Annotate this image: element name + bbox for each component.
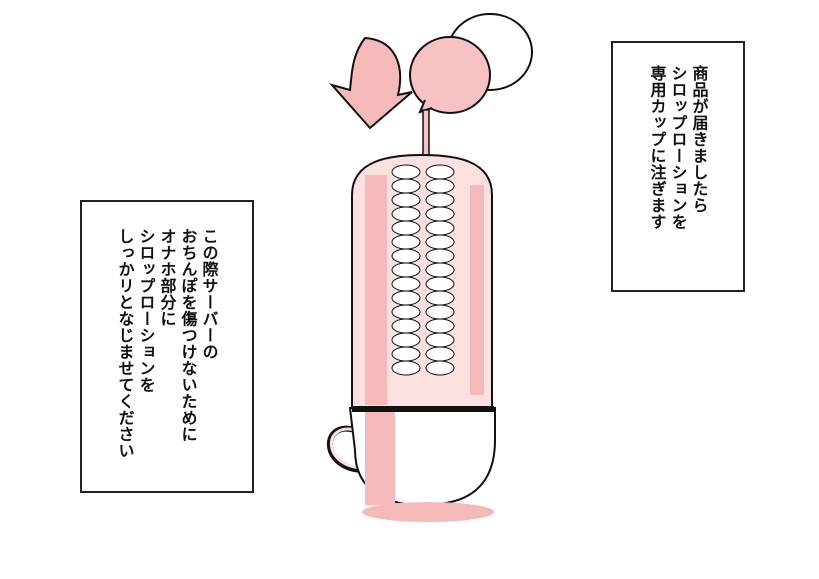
ridge [425,220,455,236]
cup [327,406,496,522]
caption-line: シロップローションを [668,65,688,230]
ridge [425,206,455,222]
ridge [391,178,421,194]
caption-text: 商品が届きましたら シロップローションを 専用カップに注ぎます [647,65,710,230]
ridge [391,332,421,348]
ridge [391,318,421,334]
ridge [425,178,455,194]
ridge [391,290,421,306]
caption-line: 商品が届きましたら [689,65,709,214]
ridge [391,192,421,208]
caption-line: シロップローションを [136,228,156,393]
ridge [425,234,455,250]
ridge [425,164,455,180]
caption-box-left: この際サーバーの おちんぽを傷つけないために オナホ部分に シロップローションを… [80,200,254,493]
ridge [391,276,421,292]
ridge [391,248,421,264]
ridge [391,164,421,180]
caption-line: 専用カップに注ぎます [647,65,667,230]
ridge [425,276,455,292]
ridge [425,318,455,334]
ridge [391,234,421,250]
caption-line: オナホ部分に [157,228,177,327]
ridge [391,206,421,222]
ridge [425,304,455,320]
inner-ridges [391,164,455,376]
ridge [425,262,455,278]
toy-cylinder [351,153,493,411]
ridge [425,248,455,264]
ridge [391,304,421,320]
caption-box-right: 商品が届きましたら シロップローションを 専用カップに注ぎます [611,41,745,292]
caption-text: この際サーバーの おちんぽを傷つけないために オナホ部分に シロップローションを… [115,228,220,459]
ridge [425,290,455,306]
ridge [425,332,455,348]
ridge [391,262,421,278]
caption-line: しっかリとなじませてください [115,228,135,459]
ridge [391,220,421,236]
ridge [425,192,455,208]
ridge [425,346,455,362]
ridge [391,360,421,376]
caption-line: おちんぽを傷つけないために [178,228,198,443]
pitcher [409,13,533,161]
ridge [391,346,421,362]
curved-arrow-icon [329,36,413,130]
ridge [425,360,455,376]
caption-line: この際サーバーの [199,228,219,360]
